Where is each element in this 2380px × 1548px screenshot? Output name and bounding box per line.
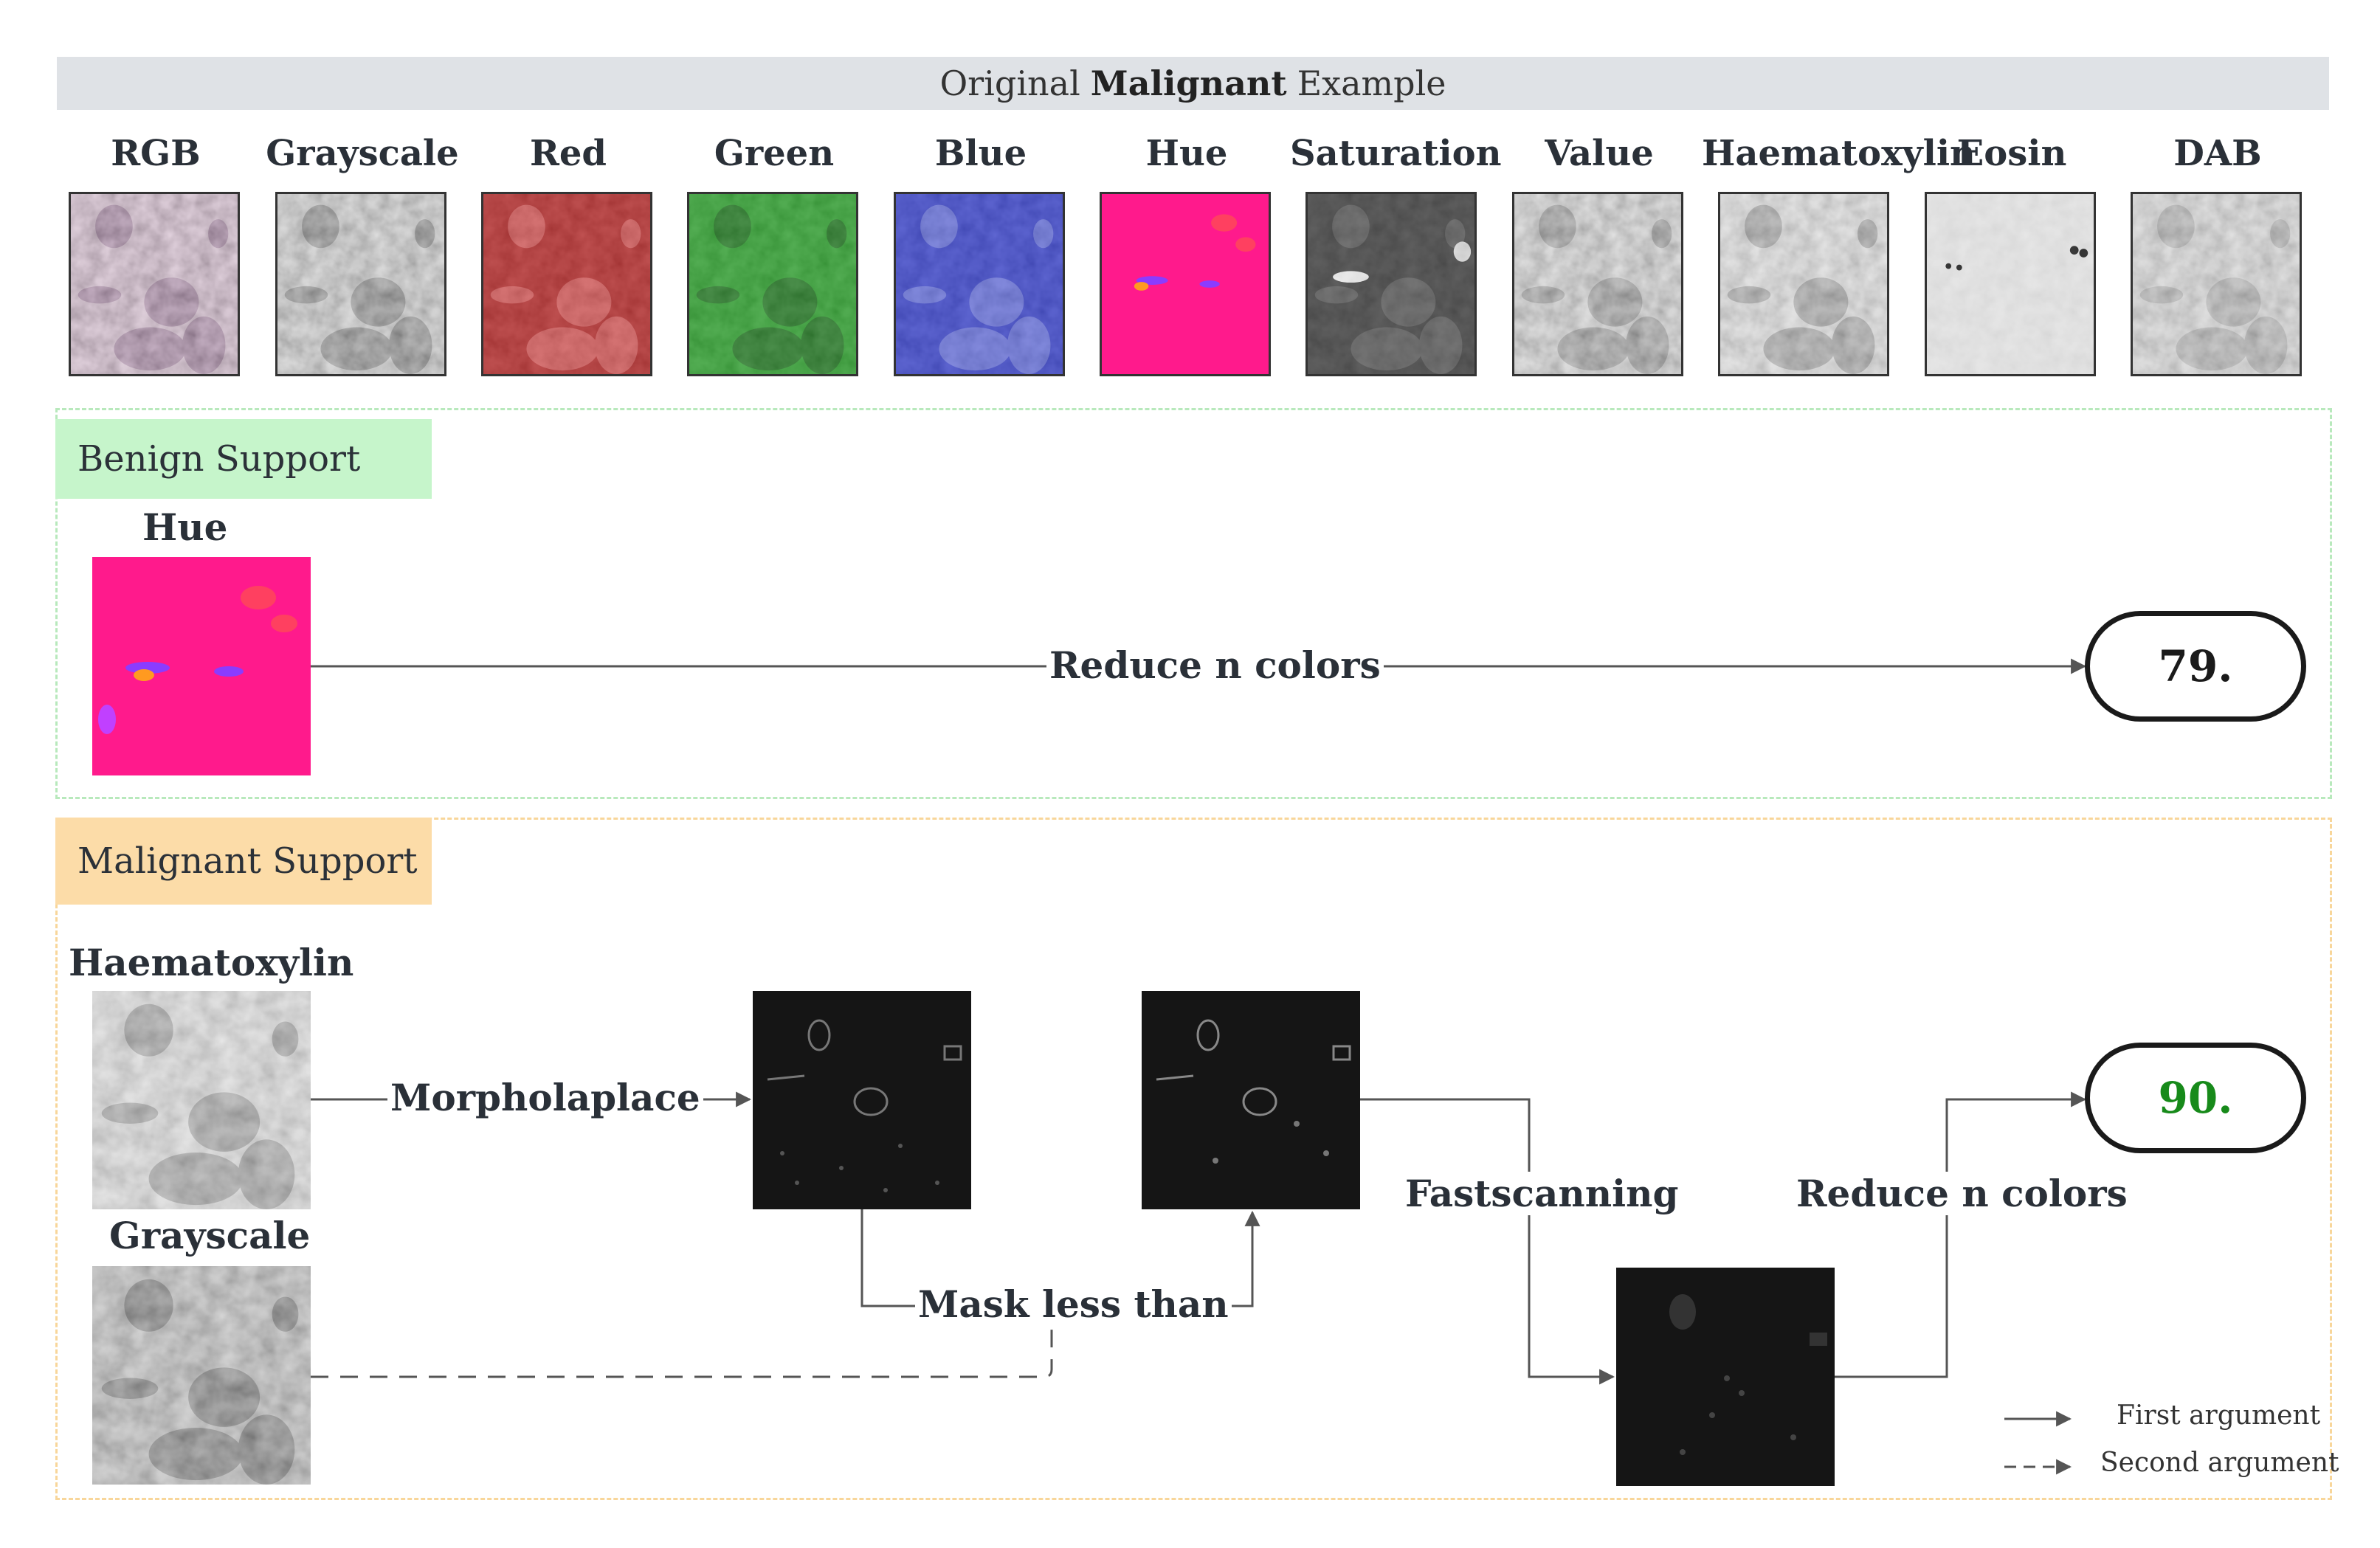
- header-banner: Original Malignant Example: [57, 57, 2329, 110]
- benign-result-value: 79.: [2158, 641, 2233, 691]
- header-suffix: Example: [1297, 63, 1446, 103]
- channel-label-hue: Hue: [1145, 133, 1228, 174]
- thumb-saturation: [1305, 192, 1477, 376]
- legend-second-label: Second argument: [2100, 1448, 2339, 1478]
- channel-label-green: Green: [714, 133, 835, 174]
- header-bold: Malignant: [1090, 63, 1287, 103]
- fastscanning-arrow: [1360, 1098, 1615, 1385]
- thumb-grayscale: [275, 192, 446, 376]
- channel-label-red: Red: [530, 133, 607, 174]
- legend-first-label: First argument: [2117, 1400, 2321, 1431]
- grayscale-image: [92, 1266, 311, 1485]
- benign-input-label: Hue: [142, 505, 228, 549]
- malignant-reduce-arrow: [1835, 1091, 2087, 1378]
- channel-label-value: Value: [1545, 133, 1654, 174]
- channel-label-eosin: Eosin: [1956, 133, 2067, 174]
- channel-label-grayscale: Grayscale: [266, 133, 459, 174]
- thumb-haematoxylin: [1718, 192, 1889, 376]
- op-mask-label: Mask less than: [915, 1282, 1232, 1326]
- channel-label-blue: Blue: [934, 133, 1027, 174]
- thumb-red: [481, 192, 652, 376]
- op-morpholaplace-label: Morpholaplace: [387, 1076, 703, 1119]
- malignant-input2-label: Grayscale: [109, 1214, 311, 1257]
- thumb-dab: [2131, 192, 2302, 376]
- malignant-result-pill: 90.: [2085, 1043, 2306, 1153]
- benign-tag: Benign Support: [55, 419, 432, 499]
- channel-label-saturation: Saturation: [1290, 133, 1502, 174]
- thumb-hue: [1100, 192, 1271, 376]
- benign-hue-image: [92, 557, 311, 775]
- mask-output-image: [1142, 991, 1360, 1209]
- benign-section: [55, 408, 2332, 799]
- malignant-input1-label: Haematoxylin: [69, 941, 354, 984]
- header-prefix: Original: [939, 63, 1080, 103]
- op-reduce-label: Reduce n colors: [1793, 1172, 2131, 1215]
- thumb-green: [687, 192, 858, 376]
- malignant-section: [55, 818, 2332, 1500]
- channel-label-rgb: RGB: [111, 133, 201, 174]
- fastscanning-output-image: [1616, 1268, 1835, 1486]
- channel-label-dab: DAB: [2173, 133, 2262, 174]
- thumb-rgb: [69, 192, 240, 376]
- thumb-value: [1512, 192, 1683, 376]
- thumb-blue: [894, 192, 1065, 376]
- op-fastscanning-label: Fastscanning: [1402, 1172, 1682, 1215]
- mask-second-arg-line: [311, 1313, 1053, 1378]
- benign-op-label: Reduce n colors: [1046, 643, 1384, 687]
- malignant-tag: Malignant Support: [55, 818, 432, 905]
- haematoxylin-image: [92, 991, 311, 1209]
- morpholaplace-output-image: [753, 991, 971, 1209]
- benign-result-pill: 79.: [2085, 611, 2306, 722]
- malignant-result-value: 90.: [2158, 1073, 2233, 1123]
- thumb-eosin: [1925, 192, 2096, 376]
